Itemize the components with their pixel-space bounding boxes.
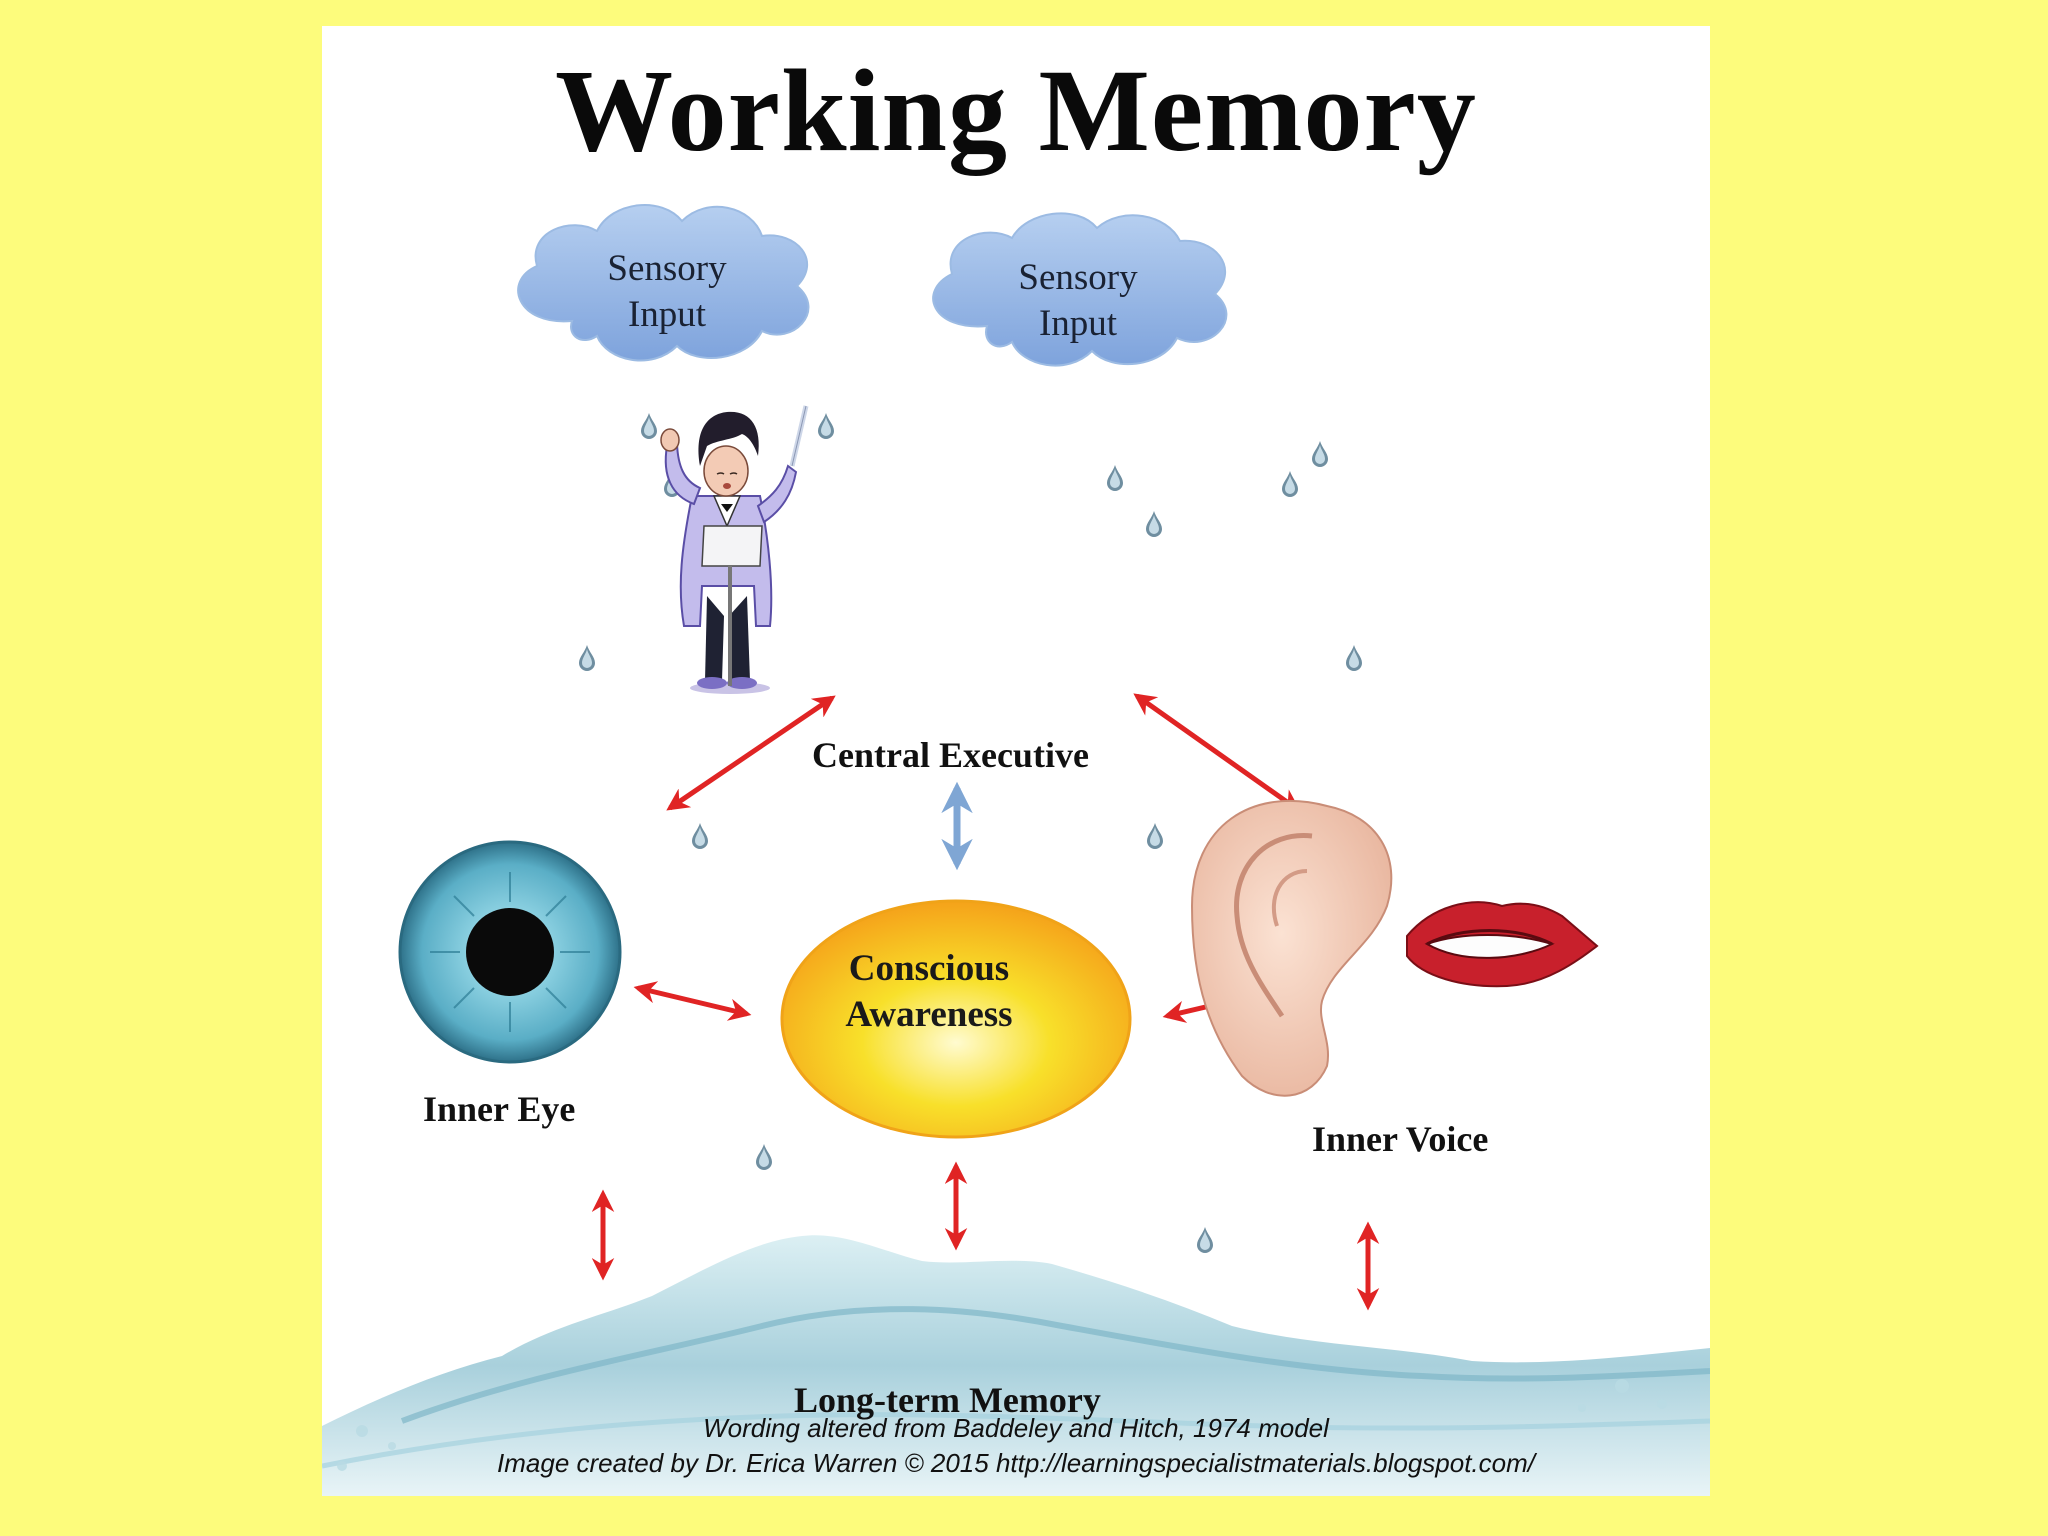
- cloud-label-left: Sensory Input: [557, 246, 777, 338]
- arrow-executive-voice: [1137, 696, 1297, 809]
- credits-line-1: Wording altered from Baddeley and Hitch,…: [322, 1411, 1710, 1446]
- ear-icon: [1192, 801, 1391, 1096]
- conscious-awareness-label: Conscious Awareness: [779, 946, 1079, 1038]
- cloud-label-line: Sensory: [968, 255, 1188, 301]
- conscious-awareness-line: Awareness: [779, 992, 1079, 1038]
- conscious-awareness-line: Conscious: [779, 946, 1079, 992]
- cloud-label-line: Sensory: [557, 246, 777, 292]
- mouth-icon: [1407, 902, 1597, 986]
- conductor-icon: [661, 406, 806, 694]
- inner-eye-label: Inner Eye: [423, 1088, 575, 1130]
- diagram-panel: Working Memory Sensory Input Sensory Inp…: [322, 26, 1710, 1496]
- arrow-executive-eye: [670, 698, 832, 808]
- cloud-label-line: Input: [557, 292, 777, 338]
- page-title: Working Memory: [322, 26, 1710, 196]
- inner-voice-label: Inner Voice: [1312, 1118, 1488, 1160]
- eye-icon: [400, 842, 620, 1062]
- credits-line-2: Image created by Dr. Erica Warren © 2015…: [322, 1446, 1710, 1481]
- arrow-eye-awareness: [638, 988, 747, 1014]
- central-executive-label: Central Executive: [812, 734, 1089, 776]
- cloud-label-right: Sensory Input: [968, 255, 1188, 347]
- cloud-label-line: Input: [968, 301, 1188, 347]
- credits: Wording altered from Baddeley and Hitch,…: [322, 1411, 1710, 1481]
